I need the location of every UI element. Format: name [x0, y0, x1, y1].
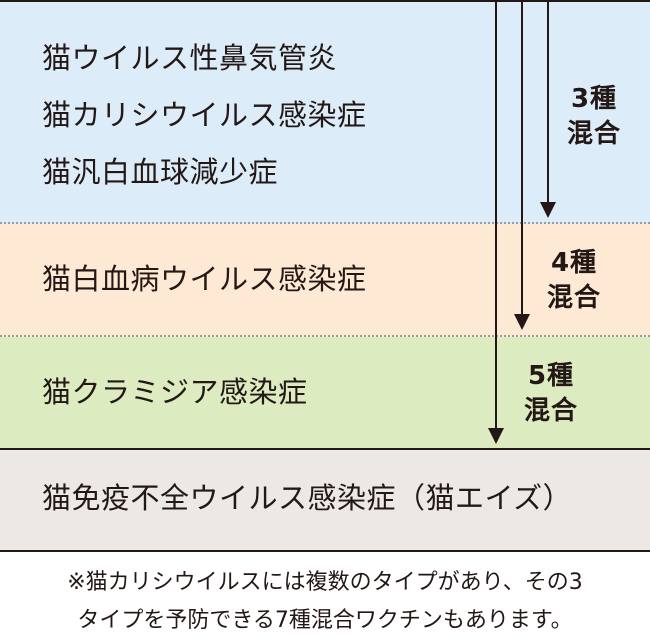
three-way-vaccine-label: 3種 混合 [567, 82, 621, 152]
disease-feline-leukemia-virus: 猫白血病ウイルス感染症 [42, 262, 367, 296]
five-way-vaccine-label: 5種 混合 [524, 359, 578, 429]
core-vaccine-band: 猫ウイルス性鼻気管炎 猫カリシウイルス感染症 猫汎白血球減少症 3種 混合 [0, 0, 650, 224]
five-way-label-line2: 混合 [524, 396, 579, 427]
four-way-vaccine-label: 4種 混合 [547, 246, 601, 316]
footnote-line1: ※猫カリシウイルスには複数のタイプがあり、その3 [67, 570, 583, 595]
five-way-label-line1: 5種 [527, 361, 575, 391]
disease-feline-calicivirus: 猫カリシウイルス感染症 [42, 98, 367, 132]
three-way-label-line2: 混合 [567, 119, 622, 150]
chlamydia-band: 猫クラミジア感染症 5種 混合 [0, 337, 650, 450]
four-way-label-line2: 混合 [547, 283, 602, 314]
disease-feline-panleukopenia: 猫汎白血球減少症 [42, 155, 279, 189]
four-way-label-line1: 4種 [550, 248, 598, 278]
three-way-label-line1: 3種 [570, 84, 618, 114]
felv-band: 猫白血病ウイルス感染症 4種 混合 [0, 224, 650, 337]
fiv-band: 猫免疫不全ウイルス感染症（猫エイズ） [0, 450, 650, 552]
footnote-line2: タイプを予防できる7種混合ワクチンもあります。 [77, 608, 573, 633]
disease-feline-immunodeficiency-virus: 猫免疫不全ウイルス感染症（猫エイズ） [42, 481, 573, 515]
disease-feline-chlamydia: 猫クラミジア感染症 [42, 375, 308, 409]
disease-feline-viral-rhinotracheitis: 猫ウイルス性鼻気管炎 [42, 41, 338, 75]
